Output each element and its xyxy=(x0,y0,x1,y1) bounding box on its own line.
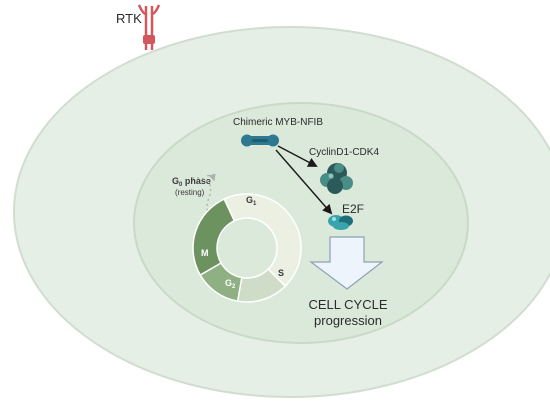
g2-phase-label: G2 xyxy=(225,278,236,290)
cyclind1-cdk4-complex-icon xyxy=(320,163,353,194)
nucleus xyxy=(133,102,469,344)
e2f-protein-icon xyxy=(328,215,353,230)
e2f-label: E2F xyxy=(342,202,364,216)
progression-label: progression xyxy=(314,313,382,328)
cyclind1-cdk4-label: CyclinD1-CDK4 xyxy=(309,147,379,158)
g0-return-icon xyxy=(206,173,216,182)
m-phase-label: M xyxy=(201,248,209,258)
g0-curve-arrow xyxy=(191,177,212,215)
g1-segment xyxy=(223,193,302,288)
arrow-to-cyclind1 xyxy=(277,145,318,167)
rtk-label: RTK xyxy=(116,11,142,26)
rtk-receptor-icon xyxy=(137,4,161,50)
arrow-to-e2f xyxy=(275,149,333,215)
cell-cycle-label: CELL CYCLE xyxy=(309,297,388,312)
g0-phase-label: G0 phase xyxy=(172,176,211,188)
s-phase-label: S xyxy=(278,268,284,278)
fusion-protein-icon xyxy=(241,134,279,147)
g1-phase-label: G1 xyxy=(246,195,257,207)
fusion-label: Chimeric MYB-NFIB xyxy=(233,117,323,128)
m-segment xyxy=(192,198,236,277)
g0-resting-label: (resting) xyxy=(175,188,205,197)
progression-arrow xyxy=(309,236,384,290)
cell-cycle-ring xyxy=(192,193,302,303)
